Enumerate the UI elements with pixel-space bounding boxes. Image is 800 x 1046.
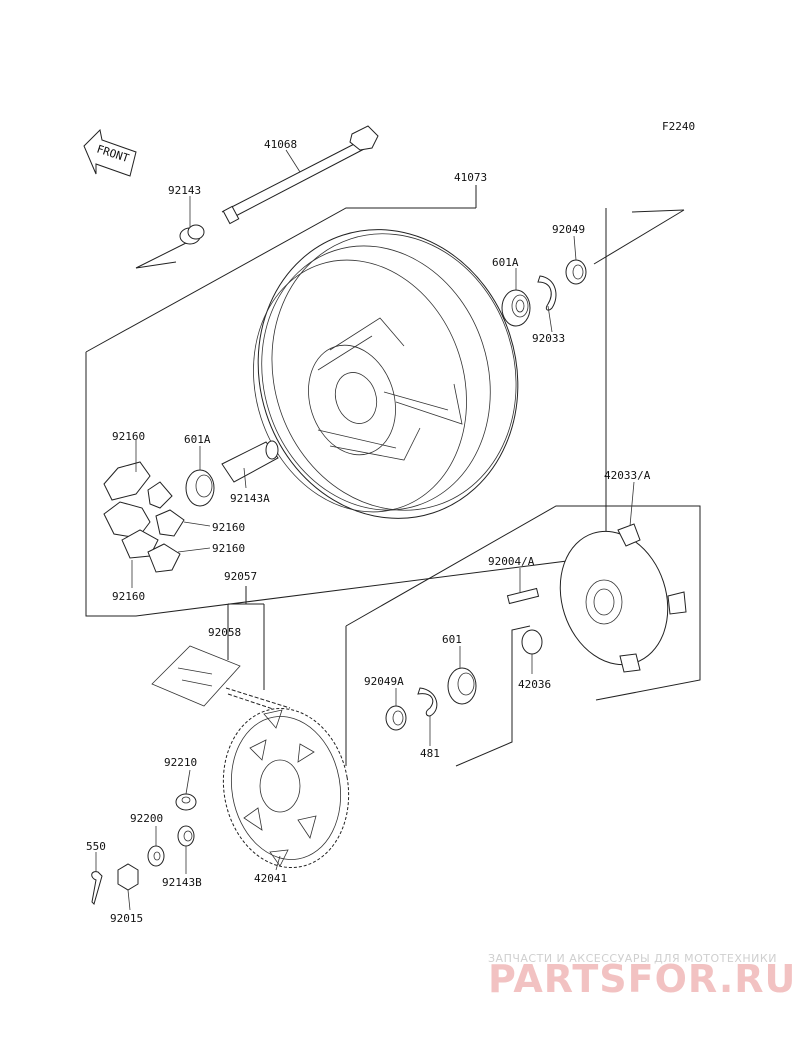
bearing-right	[501, 289, 531, 327]
label-wheel: 41073	[454, 171, 487, 184]
dampers	[103, 461, 185, 573]
label-circlip: 92033	[532, 332, 565, 345]
label-stud: 92004/A	[488, 555, 535, 568]
stud	[506, 587, 540, 605]
nut	[175, 793, 197, 811]
wheel	[253, 229, 519, 519]
label-chain: 92057	[224, 570, 257, 583]
chain	[151, 645, 291, 715]
label-bearing-right: 601A	[492, 256, 519, 269]
circlip	[537, 275, 557, 311]
label-bearing-coupling: 601	[442, 633, 462, 646]
label-spacer: 92143A	[230, 492, 270, 505]
label-collar-left: 92143	[168, 184, 201, 197]
label-collar-b: 92143B	[162, 876, 202, 889]
label-sprocket: 42041	[254, 872, 287, 885]
label-circlip-coupling: 481	[420, 747, 440, 760]
coupling-frame	[345, 505, 701, 767]
label-seal-coupling: 92049A	[364, 675, 404, 688]
figure-code: F2240	[662, 120, 695, 133]
label-joint: 92058	[208, 626, 241, 639]
label-damper-mid1: 92160	[212, 521, 245, 534]
label-seal-right: 92049	[552, 223, 585, 236]
spacer	[221, 440, 279, 483]
sprocket	[222, 707, 350, 869]
label-cotter-pin: 550	[86, 840, 106, 853]
circlip-coupling	[417, 687, 438, 717]
label-coupling: 42033/A	[604, 469, 651, 482]
watermark-logo: PARTSFOR.RU	[488, 957, 796, 1001]
label-washer: 92200	[130, 812, 163, 825]
seal-right	[565, 259, 587, 285]
wheel-frame	[85, 185, 685, 617]
watermark-tagline: ЗАПЧАСТИ И АКСЕССУАРЫ ДЛЯ МОТОТЕХНИКИ	[488, 952, 777, 965]
castle-nut	[117, 863, 139, 891]
label-collar-coupling: 42036	[518, 678, 551, 691]
front-arrow-icon: FRONT	[83, 128, 137, 177]
bearing-coupling	[447, 667, 477, 705]
collar-left	[179, 224, 205, 245]
leader-lines	[95, 149, 635, 911]
collar-b	[177, 825, 195, 847]
label-nut: 92210	[164, 756, 197, 769]
label-damper-mid2: 92160	[212, 542, 245, 555]
collar-coupling	[521, 629, 543, 655]
seal-coupling	[385, 705, 407, 731]
chain-frame	[227, 586, 265, 690]
bearing-left	[185, 469, 215, 507]
label-bearing-left: 601A	[184, 433, 211, 446]
label-damper-top: 92160	[112, 430, 145, 443]
washer	[147, 845, 165, 867]
coupling	[559, 523, 687, 673]
label-castle-nut: 92015	[110, 912, 143, 925]
label-damper-bottom: 92160	[112, 590, 145, 603]
axle	[221, 125, 379, 225]
label-axle: 41068	[264, 138, 297, 151]
cotter-pin	[91, 871, 103, 905]
